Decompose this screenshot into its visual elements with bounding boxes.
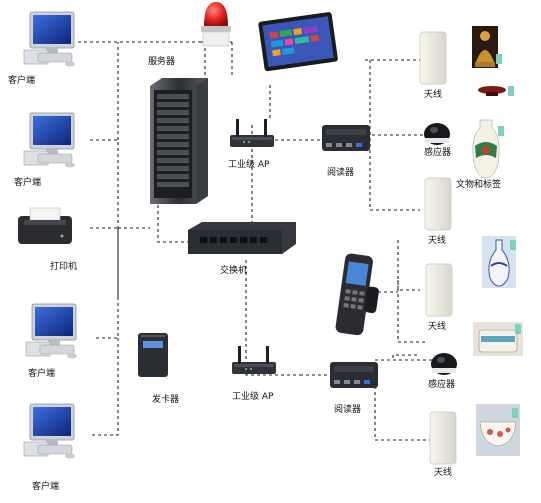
- reader-top-rfid-reader-icon: [322, 125, 370, 151]
- relics-tags-label: 文物和标签: [456, 180, 502, 190]
- client-2-label: 客户端: [14, 178, 42, 188]
- client-3-computer-icon: [25, 303, 78, 359]
- server-rack-icon: [150, 78, 208, 204]
- sensor-top-motion-sensor-icon: [424, 123, 450, 145]
- vessel-icon: [473, 322, 523, 356]
- vase-2-vase-icon: [482, 236, 516, 288]
- connection-lines: [78, 41, 432, 441]
- printer-label: 打印机: [50, 262, 78, 272]
- plate-icon: [478, 86, 514, 96]
- network-switch-icon: [188, 222, 296, 254]
- antenna-1-antenna-panel-icon: [419, 31, 447, 85]
- reader-bottom-rfid-reader-icon: [330, 362, 378, 388]
- reader-top-label: 阅读器: [327, 168, 355, 178]
- client-4-computer-icon: [23, 403, 76, 459]
- sensor-bottom-motion-sensor-icon: [431, 353, 457, 375]
- buddha-statue-icon: [472, 26, 502, 68]
- client-3-label: 客户端: [28, 369, 56, 379]
- ap-bottom-router-icon: [232, 346, 276, 374]
- vase-1-vase-icon: [472, 119, 504, 179]
- server-label: 服务器: [148, 57, 176, 67]
- client-1-label: 客户端: [8, 76, 36, 86]
- alarm-light-icon: [201, 2, 231, 47]
- sensor-bottom-label: 感应器: [428, 380, 456, 390]
- antenna-4-antenna-panel-icon: [429, 411, 457, 465]
- antenna-2-label: 天线: [428, 236, 447, 246]
- ap-top-label: 工业级 AP: [228, 160, 270, 170]
- antenna-4-label: 天线: [434, 468, 453, 478]
- reader-bottom-label: 阅读器: [334, 405, 362, 415]
- client-4-label: 客户端: [32, 482, 60, 492]
- printer-icon: [18, 207, 72, 244]
- handheld-terminal-icon: [335, 253, 379, 336]
- ap-bottom-label: 工业级 AP: [232, 392, 274, 402]
- antenna-1-label: 天线: [424, 90, 443, 100]
- sensor-top-label: 感应器: [424, 148, 452, 158]
- card-issuer-label: 发卡器: [152, 395, 180, 405]
- antenna-2-antenna-panel-icon: [424, 177, 452, 231]
- tablet-icon: [258, 12, 338, 72]
- bowl-icon: [476, 404, 520, 456]
- client-1-computer-icon: [23, 11, 76, 67]
- switch-label: 交换机: [220, 266, 248, 276]
- card-issuer-icon: [138, 333, 168, 377]
- antenna-3-label: 天线: [428, 322, 447, 332]
- client-2-computer-icon: [23, 112, 76, 168]
- antenna-3-antenna-panel-icon: [425, 263, 453, 317]
